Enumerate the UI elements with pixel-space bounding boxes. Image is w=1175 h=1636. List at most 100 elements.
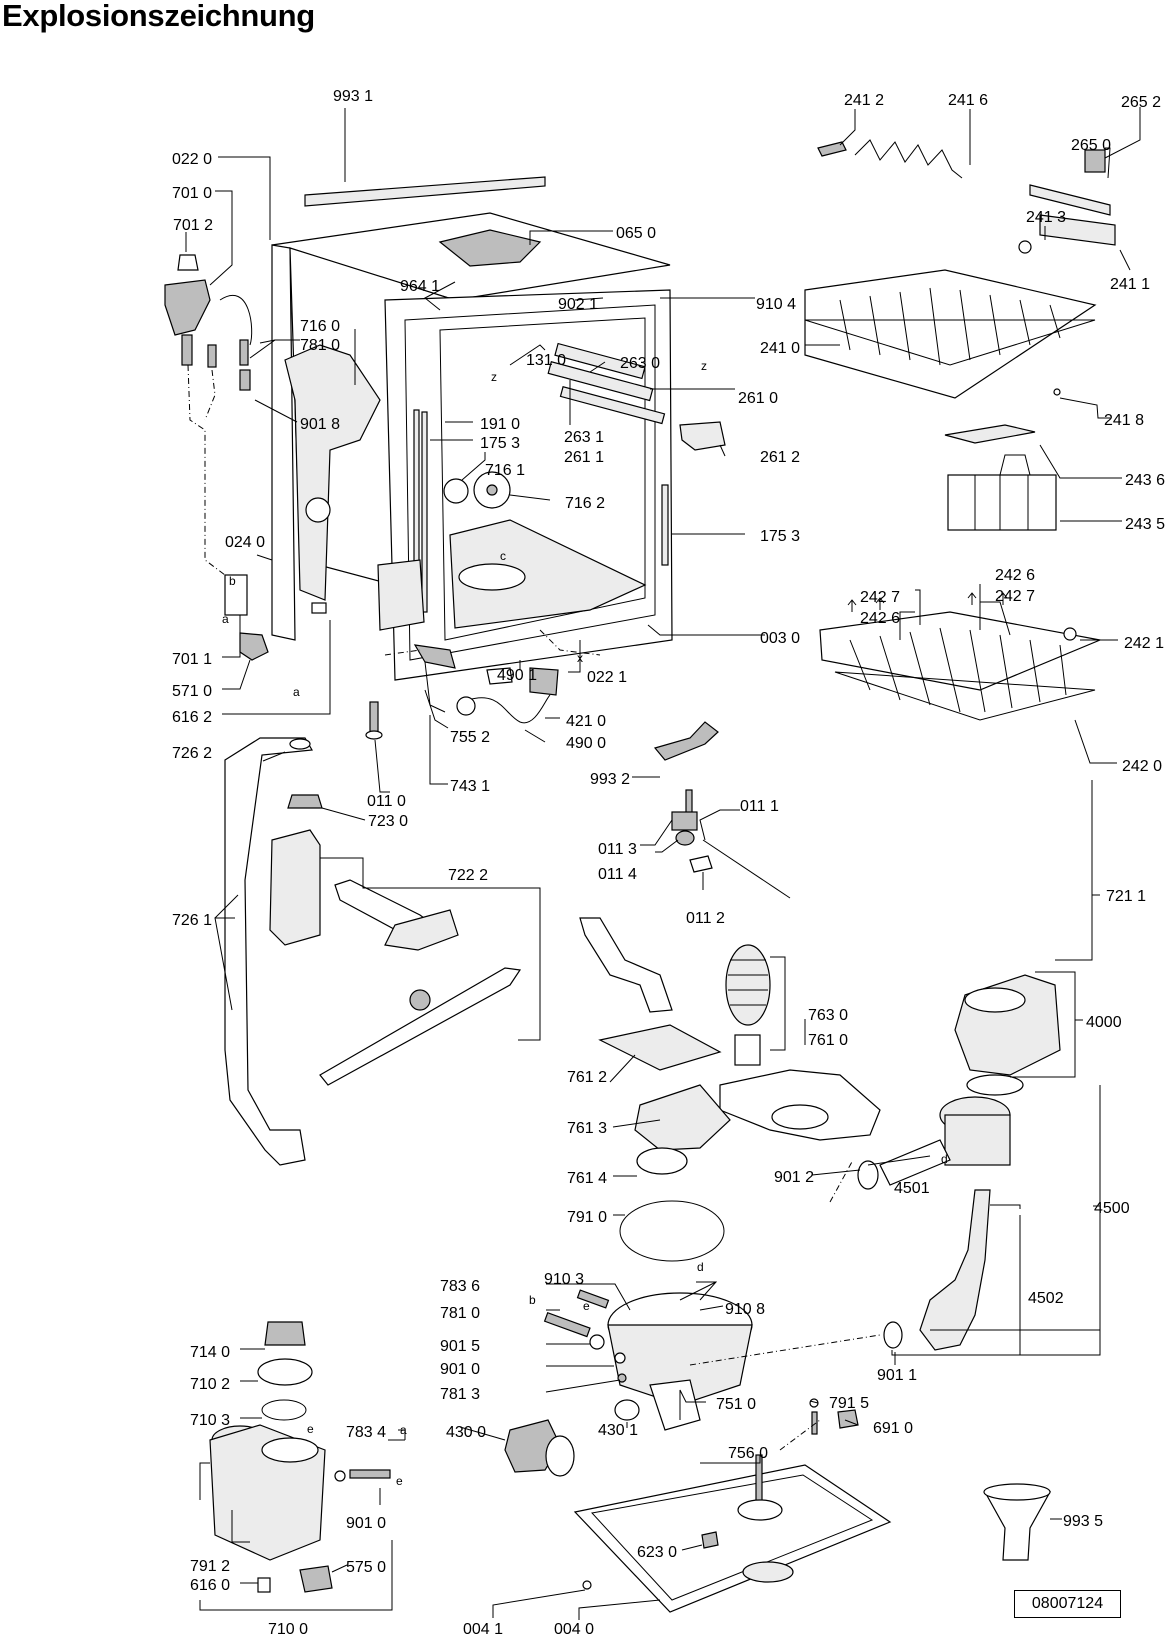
part-label: 701 1 [172, 651, 212, 668]
connection-letter: c [500, 549, 506, 563]
connection-letter: e [396, 1474, 403, 1488]
part-label: 421 0 [566, 713, 606, 730]
clamp-9011 [883, 1321, 903, 1349]
part-label: 175 3 [760, 528, 800, 545]
foot-0113 [671, 811, 698, 831]
part-label: 243 5 [1125, 516, 1165, 533]
pump-4000-top [964, 987, 1026, 1013]
part-label: 901 0 [440, 1361, 480, 1378]
seal-7262 [289, 738, 311, 750]
door-frame [384, 289, 673, 681]
block-6230 [701, 1531, 719, 1549]
part-9018 [239, 369, 251, 391]
part-label: 781 0 [300, 337, 340, 354]
manifold [269, 829, 321, 946]
wrench-9932 [653, 721, 719, 761]
part-label: 265 0 [1071, 137, 1111, 154]
part-label: 901 0 [346, 1515, 386, 1532]
foot-0110-base [365, 730, 383, 740]
rod-0111 [702, 839, 791, 899]
part-label: 791 0 [567, 1209, 607, 1226]
arrow-up-2 [875, 597, 885, 610]
page-title: Explosionszeichnung [2, 0, 315, 33]
stem-7010 [181, 334, 193, 366]
part-label: 783 6 [440, 1278, 480, 1295]
spring-2416 [854, 139, 963, 179]
part-label: 716 2 [565, 495, 605, 512]
sump-body [607, 1324, 753, 1406]
part-label: 490 0 [566, 735, 606, 752]
part-label: 791 5 [829, 1395, 869, 1412]
part-label: 755 2 [450, 729, 490, 746]
part-label: 763 0 [808, 1007, 848, 1024]
part-label: 4502 [1028, 1290, 1064, 1307]
part-label: 901 8 [300, 416, 340, 433]
top-plate-0650 [438, 229, 542, 267]
part-label: 571 0 [172, 683, 212, 700]
part-label: 964 1 [400, 278, 440, 295]
cable-4900 [467, 694, 551, 724]
screw-0041 [582, 1580, 592, 1590]
hose-7834 [349, 1469, 391, 1479]
connection-letter: a [293, 685, 300, 699]
part-label: 910 4 [756, 296, 796, 313]
sensor-5710 [239, 632, 269, 661]
dashed-route-1 [187, 364, 226, 576]
cutlery-handle [999, 454, 1031, 476]
bracket-2612 [679, 421, 726, 451]
part-label: 791 2 [190, 1558, 230, 1575]
connection-letter: z [701, 359, 707, 373]
lower-basket-bottom [834, 671, 1096, 721]
part-label: 265 2 [1121, 94, 1161, 111]
nut-7102 [257, 1358, 313, 1386]
hose-7810 [543, 1311, 591, 1338]
lower-basket-2420 [819, 611, 1103, 691]
part-label: 701 2 [173, 217, 213, 234]
duct-7612 [579, 917, 673, 1013]
switch-7011 [224, 574, 248, 616]
part-label: 011 3 [598, 841, 637, 858]
connection-letter: b [529, 1293, 536, 1307]
part-label: 242 6 [860, 610, 900, 627]
connection-letters: a b a x z z c d d e b e a e [222, 359, 948, 1488]
lower-arm-nut [409, 989, 431, 1011]
part-label: 722 2 [448, 867, 488, 884]
clip-6162 [311, 602, 327, 614]
inlet-7010 [164, 279, 211, 336]
part-label: 261 2 [760, 449, 800, 466]
part-label: 4500 [1094, 1200, 1130, 1217]
part-label: 242 7 [860, 589, 900, 606]
filter-plate-hole [771, 1104, 829, 1130]
part-label: 623 0 [637, 1544, 677, 1561]
sump-outlet [649, 1379, 701, 1431]
leader-lines [185, 107, 1141, 1620]
clamp-9012 [857, 1160, 879, 1190]
part-label: 761 3 [567, 1120, 607, 1137]
switch-4210 [529, 667, 559, 696]
filter-7630b [734, 1034, 761, 1066]
connection-letter: e [307, 1422, 314, 1436]
hose-4502 [919, 1189, 991, 1351]
part-label: 430 0 [446, 1424, 486, 1441]
connection-letter: d [941, 1152, 948, 1166]
nut-9015 [589, 1334, 605, 1350]
part-label: 011 2 [686, 910, 725, 927]
spray-arm-7222-head [384, 909, 459, 951]
arrow-up-4 [998, 592, 1008, 605]
part-label: 261 0 [738, 390, 778, 407]
lower-basket-wires [849, 627, 1067, 713]
left-insulation-7160 [284, 344, 381, 601]
basket-tines [839, 287, 1061, 366]
dashed-route-2 [204, 369, 216, 421]
part-label: 721 1 [1106, 888, 1146, 905]
hose-4501 [879, 1139, 951, 1186]
part-label: 241 8 [1104, 412, 1144, 429]
cap-7140 [264, 1321, 306, 1346]
part-label: 065 0 [616, 225, 656, 242]
part-label: 781 3 [440, 1386, 480, 1403]
funnel-9935 [983, 1491, 1052, 1561]
strip-1753-left [421, 411, 428, 613]
part-label: 004 1 [463, 1621, 503, 1636]
part-label: 993 2 [590, 771, 630, 788]
